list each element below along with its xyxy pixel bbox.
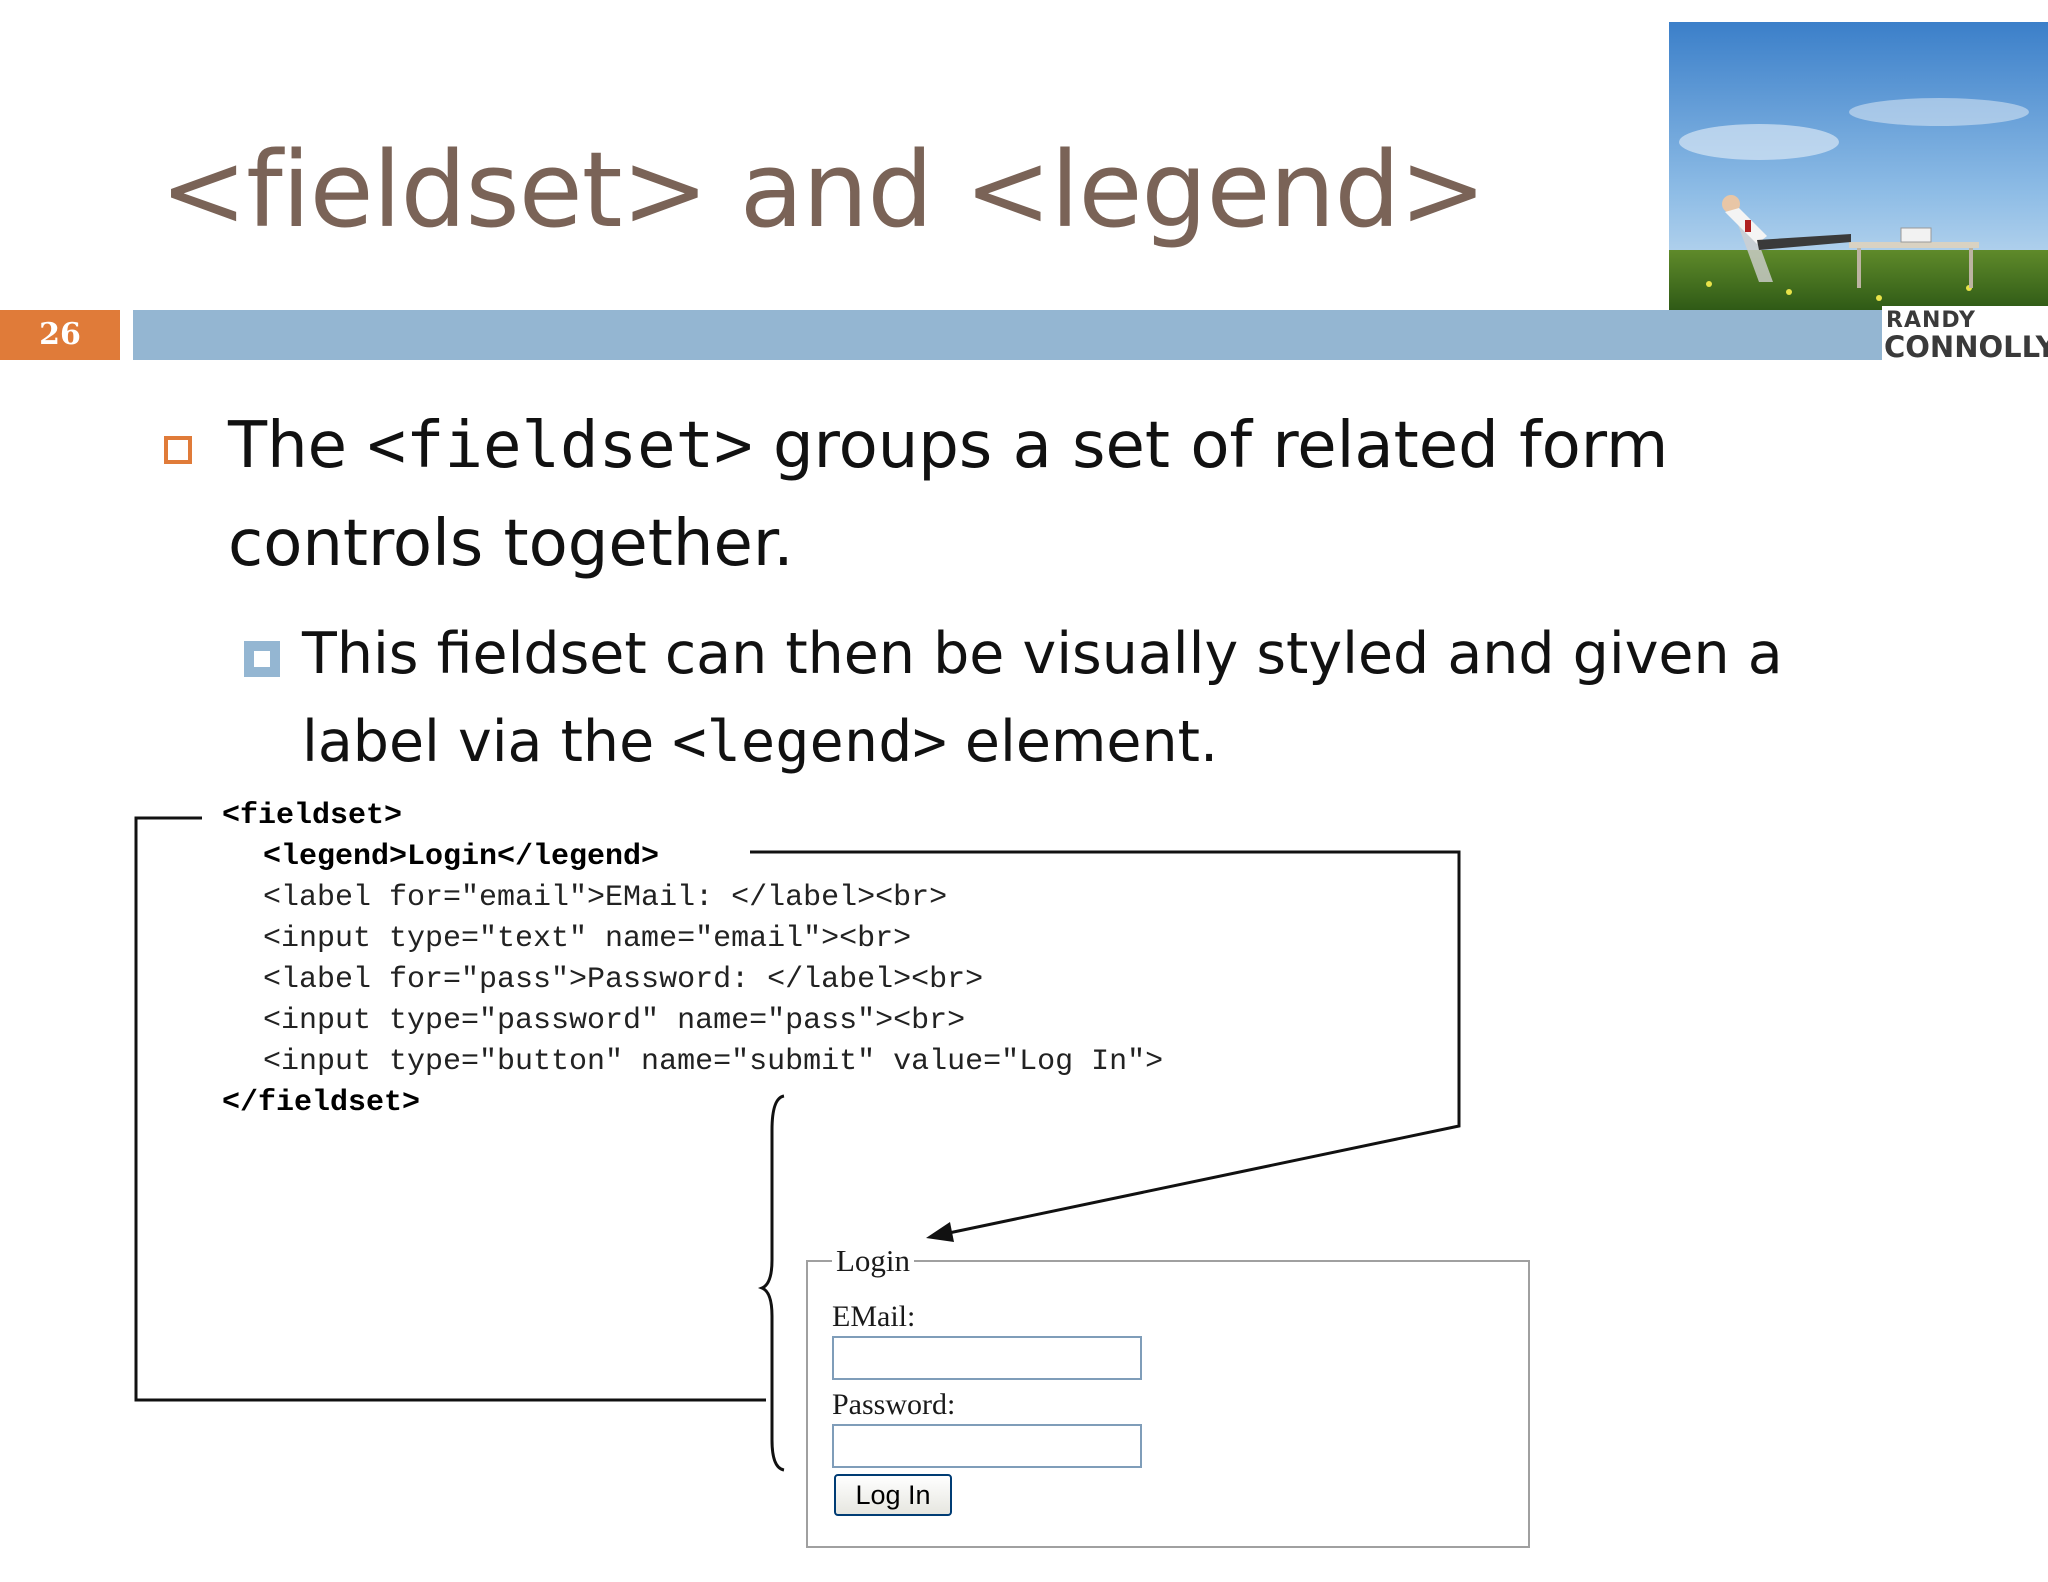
code-line-email-input: <input type="text" name="email"><br>	[263, 922, 912, 956]
bullet-2-line-2: label via the <legend> element.	[302, 698, 1218, 786]
email-label: EMail:	[832, 1300, 916, 1333]
code-line-email-label: <label for="email">EMail: </label><br>	[263, 881, 948, 915]
legend-connector	[750, 850, 1461, 1236]
bullet-square-icon	[164, 436, 192, 464]
bullet-1-line-1: The <fieldset> groups a set of related f…	[228, 396, 1668, 496]
login-button[interactable]: Log In	[834, 1474, 952, 1516]
fieldset-connector	[134, 816, 766, 1402]
code-line-fieldset-close: </fieldset>	[222, 1086, 421, 1120]
header-photo	[1669, 22, 2048, 310]
rendered-fieldset-border	[806, 1260, 1530, 1548]
sub-bullet-square-icon	[244, 641, 280, 677]
rendered-legend: Login	[832, 1245, 915, 1276]
bullet-2-code: <legend>	[672, 709, 947, 775]
code-line-pass-label: <label for="pass">Password: </label><br>	[263, 963, 984, 997]
code-listing: <fieldset> <legend>Login</legend> <label f…	[222, 796, 1163, 1124]
code-line-pass-input: <input type="password" name="pass"><br>	[263, 1004, 966, 1038]
email-field[interactable]	[832, 1336, 1142, 1380]
bullet-1-code: <fieldset>	[367, 409, 753, 483]
brand-line-2: CONNOLLY	[1884, 330, 2048, 364]
bullet-1-text-a: The	[228, 409, 368, 483]
bullet-2-text-a: label via the	[302, 709, 673, 775]
bullet-1-text-b: groups a set of related form	[752, 409, 1669, 483]
code-line-fieldset-open: <fieldset>	[222, 799, 403, 833]
legend-arrow-icon	[926, 1222, 954, 1242]
password-field[interactable]	[832, 1424, 1142, 1468]
bullet-2-line-1: This fieldset can then be visually style…	[302, 621, 1783, 687]
bullet-2-text-b: element.	[946, 709, 1219, 775]
password-label: Password:	[832, 1388, 956, 1421]
code-line-legend: <legend>Login</legend>	[263, 840, 660, 874]
slide-title: <fieldset> and <legend>	[160, 129, 1486, 251]
curly-brace	[757, 1094, 785, 1472]
brand-line-1: RANDY	[1886, 308, 1976, 333]
rendered-fieldset: Login EMail: Password: Log In	[806, 1245, 1532, 1550]
code-line-submit-input: <input type="button" name="submit" value…	[263, 1045, 1164, 1079]
header-bar	[133, 310, 2048, 360]
bullet-1-line-2: controls together.	[228, 507, 794, 581]
slide-number: 26	[0, 310, 120, 360]
brand-logo: RANDY CONNOLLY	[1882, 306, 2048, 364]
